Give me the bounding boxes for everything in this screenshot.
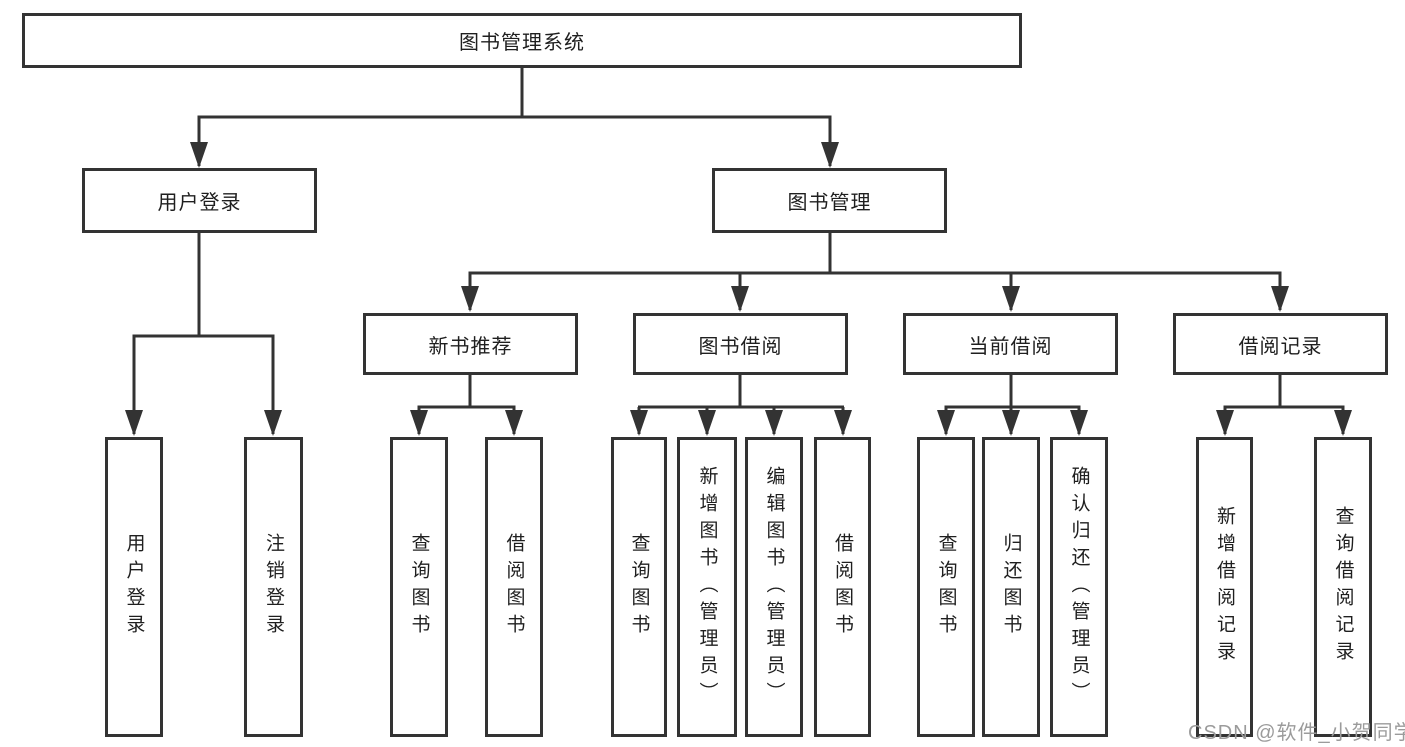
leaf-borrow-query-books: 查询图书	[611, 437, 667, 737]
leaf-current-query-books: 查询图书	[917, 437, 975, 737]
leaf-borrow-edit-book-admin: 编辑图书（管理员）	[745, 437, 803, 737]
leaf-current-return-books: 归还图书	[982, 437, 1040, 737]
node-label: 图书管理系统	[459, 32, 585, 54]
leaf-borrow-borrow-books: 借阅图书	[814, 437, 871, 737]
leaf-user-login: 用户登录	[105, 437, 163, 737]
node-borrow-records: 借阅记录	[1173, 313, 1388, 375]
leaf-label: 新增图书（管理员）	[696, 465, 718, 709]
node-user-login: 用户登录	[82, 168, 317, 233]
node-current-borrow: 当前借阅	[903, 313, 1118, 375]
node-label: 新书推荐	[428, 335, 513, 358]
leaf-label: 借阅图书	[832, 533, 853, 641]
leaf-label: 确认归还（管理员）	[1068, 465, 1090, 709]
leaf-records-query-borrow-record: 查询借阅记录	[1314, 437, 1372, 737]
leaf-label: 查询图书	[408, 533, 430, 641]
node-book-borrow: 图书借阅	[633, 313, 848, 375]
leaf-label: 注销登录	[263, 533, 284, 641]
node-label: 图书借阅	[698, 335, 783, 358]
leaf-label: 用户登录	[123, 533, 145, 641]
node-label: 借阅记录	[1238, 335, 1323, 358]
node-library-management-system: 图书管理系统	[22, 13, 1022, 68]
leaf-label: 借阅图书	[503, 533, 525, 641]
node-book-management: 图书管理	[712, 168, 947, 233]
leaf-label: 新增借阅记录	[1214, 506, 1235, 668]
leaf-logout: 注销登录	[244, 437, 303, 737]
leaf-label: 查询借阅记录	[1332, 506, 1354, 668]
node-label: 当前借阅	[968, 335, 1053, 358]
connector-strokes	[132, 66, 1345, 434]
node-label: 图书管理	[787, 192, 872, 214]
leaf-current-confirm-return-admin: 确认归还（管理员）	[1050, 437, 1108, 737]
arrowhead-icons	[125, 142, 1352, 436]
leaf-records-add-borrow-record: 新增借阅记录	[1196, 437, 1253, 737]
leaf-recommend-query-books: 查询图书	[390, 437, 448, 737]
leaf-label: 查询图书	[935, 533, 957, 641]
csdn-watermark: CSDN @软件_小贺同学	[1188, 722, 1405, 744]
leaf-recommend-borrow-books: 借阅图书	[485, 437, 543, 737]
leaf-label: 编辑图书（管理员）	[763, 465, 785, 709]
leaf-label: 归还图书	[1000, 533, 1022, 641]
leaf-label: 查询图书	[628, 533, 650, 641]
leaf-borrow-add-book-admin: 新增图书（管理员）	[677, 437, 737, 737]
node-label: 用户登录	[157, 192, 242, 214]
node-new-book-recommend: 新书推荐	[363, 313, 578, 375]
